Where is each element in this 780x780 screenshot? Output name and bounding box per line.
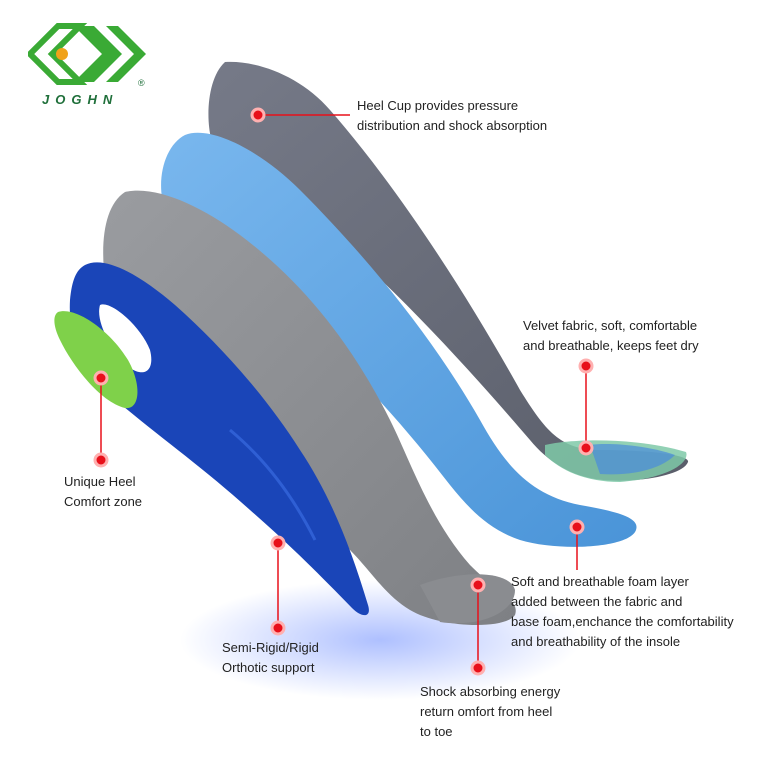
label-heel-cup: Heel Cup provides pressure distribution … — [357, 98, 548, 133]
label-orthotic-support: Semi-Rigid/Rigid Orthotic support — [222, 640, 319, 675]
logo-chevron-1 — [28, 23, 88, 85]
brand-logo — [28, 23, 146, 85]
layer-base-shell — [103, 190, 516, 626]
callout-dot-shock-top — [470, 577, 486, 593]
logo-chevron-3 — [106, 26, 146, 82]
callout-dot-heel-zone-bottom — [93, 452, 109, 468]
callout-dot-foam — [569, 519, 585, 535]
label-velvet-fabric: Velvet fabric, soft, comfortable and bre… — [523, 318, 699, 353]
orthotic-contour — [229, 428, 317, 541]
base-shell-toe — [420, 574, 515, 624]
callout-dot-velvet-bottom — [578, 440, 594, 456]
logo-dot — [56, 48, 68, 60]
registered-mark: ® — [138, 78, 145, 88]
callout-dot-velvet-top — [578, 358, 594, 374]
callout-dot-rigid-top — [270, 535, 286, 551]
label-foam-layer: Soft and breathable foam layer added bet… — [511, 574, 734, 649]
layer-foam — [161, 132, 637, 547]
layer-heel-pad — [54, 311, 138, 409]
callout-dot-shock-bottom — [470, 660, 486, 676]
callout-dots — [93, 107, 594, 676]
fabric-toe-pattern-2 — [590, 444, 675, 475]
callout-dot-heel-zone-top — [93, 370, 109, 386]
callout-dot-rigid-bottom — [270, 620, 286, 636]
logo-chevron-2 — [74, 26, 122, 82]
label-shock-absorbing: Shock absorbing energy return omfort fro… — [420, 684, 561, 739]
callout-dot-heel-cup — [250, 107, 266, 123]
brand-name: JOGHN — [42, 92, 119, 107]
layer-top-fabric — [208, 61, 689, 481]
orthotic-heel-cutout — [99, 304, 152, 373]
label-heel-comfort-zone: Unique Heel Comfort zone — [64, 474, 143, 509]
